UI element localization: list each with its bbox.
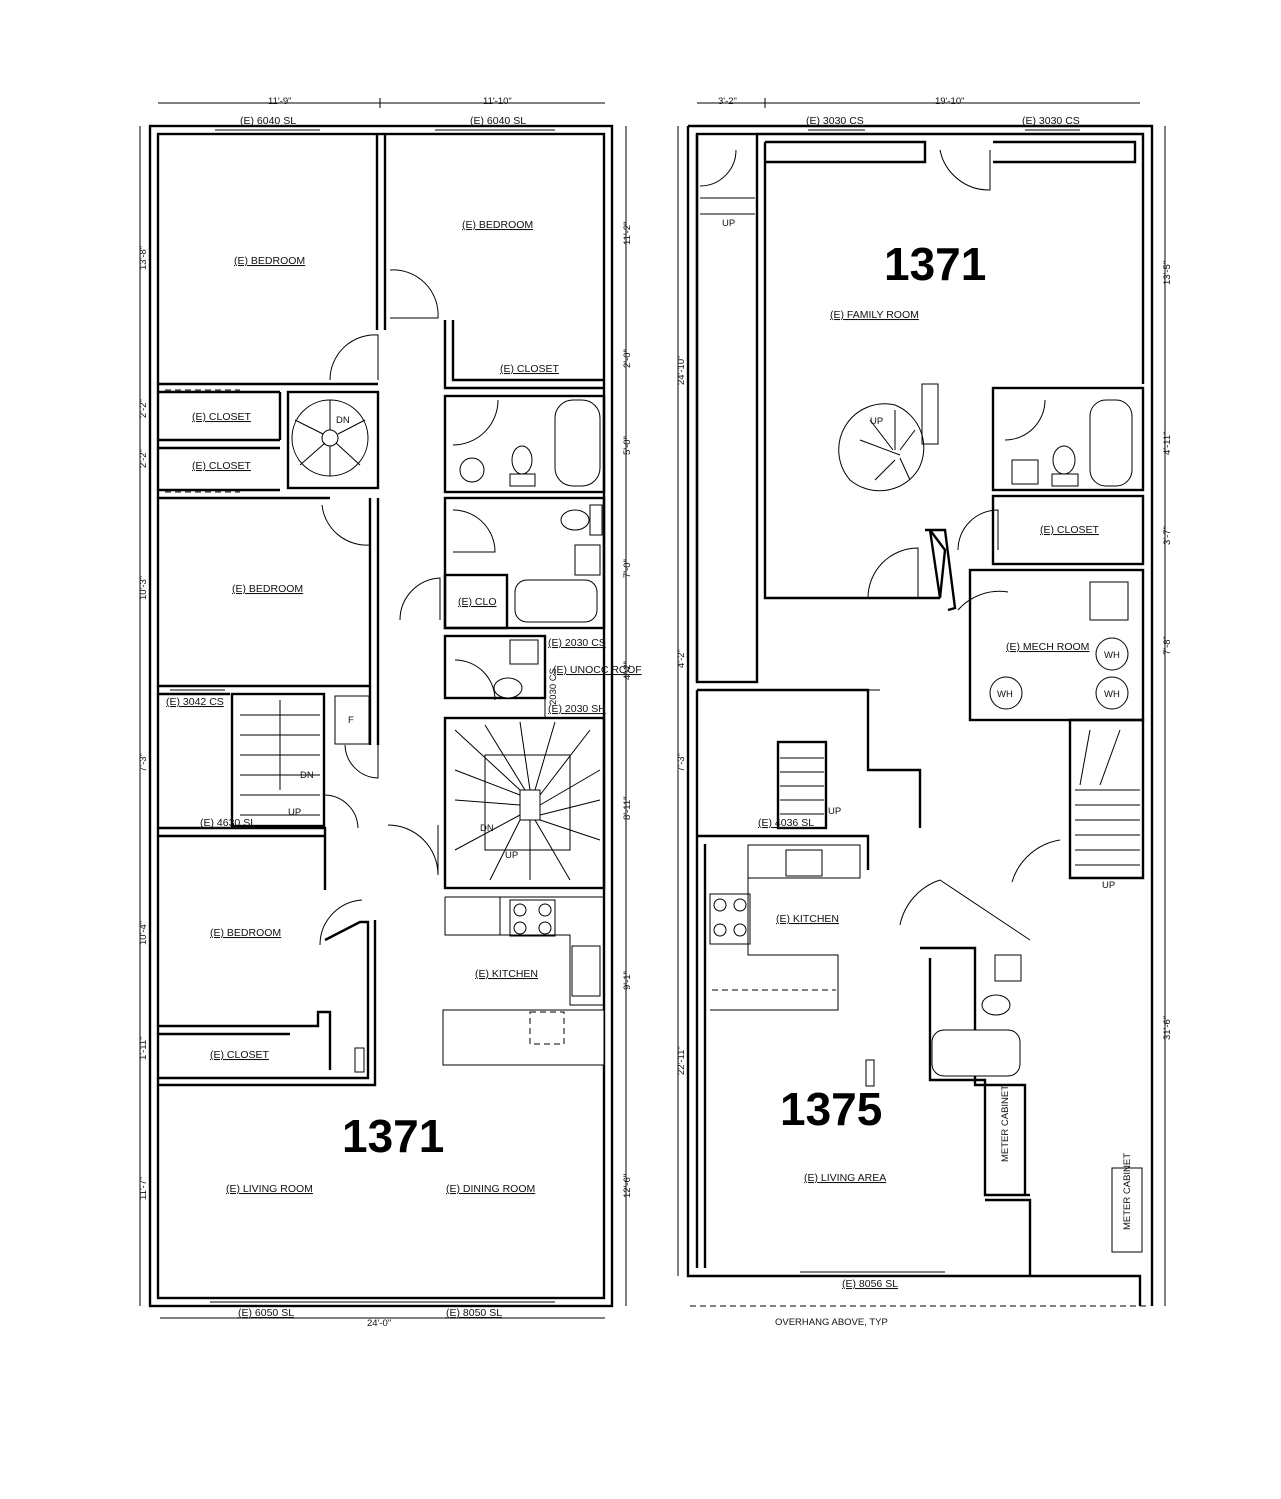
window-tag: (E) 3030 CS bbox=[806, 115, 864, 127]
right-dims-left: 24'-10" 4'-2" 7'-3" 22'-11" bbox=[676, 356, 687, 1075]
room-label: (E) KITCHEN bbox=[475, 968, 538, 980]
left-dims-right: 11'-2" 2'-0" 5'-0" 7'-0" 4'-2" 8'-11" 9'… bbox=[622, 222, 633, 1199]
window-tag: (E) 4630 SL bbox=[200, 817, 256, 829]
window-tag: (E) 6040 SL bbox=[470, 115, 526, 127]
stair-up: UP bbox=[288, 807, 301, 818]
dim-left-1: 4'-2" bbox=[676, 649, 687, 668]
dim-left-5: 10'-4" bbox=[138, 921, 149, 945]
dim-bottom: 24'-0" bbox=[367, 1318, 391, 1329]
room-label: (E) CLOSET bbox=[1040, 524, 1100, 536]
dim-right-0: 11'-2" bbox=[622, 222, 633, 246]
dim-right-3: 7'-0" bbox=[622, 559, 633, 578]
dim-right-4: 4'-2" bbox=[622, 661, 633, 680]
overhang-note: OVERHANG ABOVE, TYP bbox=[775, 1317, 888, 1328]
dim-top-b: 19'-10" bbox=[935, 96, 964, 107]
left-outer-wall bbox=[148, 124, 614, 1308]
room-label: (E) CLOSET bbox=[500, 363, 560, 375]
dim-right-4: 31'-6" bbox=[1162, 1016, 1173, 1040]
room-label: (E) DINING ROOM bbox=[446, 1183, 535, 1195]
room-label: (E) LIVING AREA bbox=[804, 1172, 886, 1184]
window-tag: (E) 8050 SL bbox=[446, 1307, 502, 1319]
stair-up: UP bbox=[1102, 880, 1115, 891]
window-tag: (E) 3030 CS bbox=[1022, 115, 1080, 127]
dim-left-4: 7'-3" bbox=[138, 753, 149, 772]
stair-dn: DN bbox=[480, 823, 494, 834]
dim-right-0: 13'-5" bbox=[1162, 261, 1173, 285]
room-label: (E) CLOSET bbox=[192, 411, 252, 423]
dim-left-3: 10'-3" bbox=[138, 576, 149, 600]
window-tag: (E) 3042 CS bbox=[166, 696, 224, 708]
left-dims-left: 13'-8" 2'-2" 2'-2" 10'-3" 7'-3" 10'-4" 1… bbox=[138, 246, 149, 1200]
left-inner-wall bbox=[156, 132, 606, 1300]
window-tag: (E) 8056 SL bbox=[842, 1278, 898, 1290]
room-label: (E) KITCHEN bbox=[776, 913, 839, 925]
right-plan bbox=[677, 98, 1166, 1307]
fridge-label: F bbox=[348, 715, 354, 726]
room-label: (E) BEDROOM bbox=[232, 583, 303, 595]
dim-left-0: 24'-10" bbox=[676, 356, 687, 385]
window-tag: (E) 6050 SL bbox=[238, 1307, 294, 1319]
room-label: (E) BEDROOM bbox=[462, 219, 533, 231]
wh-label: WH bbox=[997, 689, 1013, 700]
dim-right-5: 8'-11" bbox=[622, 797, 633, 821]
window-tag: (E) 2030 SH bbox=[548, 703, 606, 715]
room-label: (E) CLOSET bbox=[210, 1049, 270, 1061]
unit-number: 1371 bbox=[342, 1110, 444, 1162]
dim-left-7: 11'-7" bbox=[138, 1177, 149, 1201]
right-outer-wall bbox=[686, 124, 1154, 1306]
window-tag: 2030 CS bbox=[548, 668, 559, 705]
stair-up: UP bbox=[870, 416, 883, 427]
stair-dn: DN bbox=[336, 415, 350, 426]
dim-left-1: 2'-2" bbox=[138, 399, 149, 418]
left-plan bbox=[139, 98, 627, 1319]
window-tag: (E) 2030 CS bbox=[548, 637, 606, 649]
dim-top-b: 11'-10" bbox=[483, 96, 512, 107]
stair-up: UP bbox=[722, 218, 735, 229]
dim-left-6: 1'-11" bbox=[138, 1037, 149, 1061]
stair-dn: DN bbox=[300, 770, 314, 781]
dim-right-6: 9'-1" bbox=[622, 971, 633, 990]
dim-right-2: 5'-0" bbox=[622, 436, 633, 455]
dim-right-2: 3'-7" bbox=[1162, 526, 1173, 545]
right-dims-right: 13'-5" 4'-11" 3'-7" 7'-8" 31'-6" bbox=[1162, 261, 1173, 1040]
meter-cabinet-label: METER CABINET bbox=[1122, 1153, 1133, 1230]
unit-number: 1371 bbox=[884, 238, 986, 290]
spiral-stair bbox=[286, 390, 380, 490]
room-label: (E) BEDROOM bbox=[210, 927, 281, 939]
dim-right-1: 2'-0" bbox=[622, 349, 633, 368]
room-label: (E) CLO bbox=[458, 596, 497, 608]
dim-left-2: 2'-2" bbox=[138, 449, 149, 468]
room-label: (E) MECH ROOM bbox=[1006, 641, 1089, 653]
window-tag: (E) 4036 SL bbox=[758, 817, 814, 829]
room-label: (E) BEDROOM bbox=[234, 255, 305, 267]
dim-left-2: 7'-3" bbox=[676, 753, 687, 772]
room-label: (E) CLOSET bbox=[192, 460, 252, 472]
room-label: (E) UNOCC ROOF bbox=[553, 664, 642, 676]
dim-right-1: 4'-11" bbox=[1162, 432, 1173, 456]
dim-left-3: 22'-11" bbox=[676, 1046, 687, 1075]
wh-label: WH bbox=[1104, 689, 1120, 700]
stair-up: UP bbox=[505, 850, 518, 861]
dim-top-a: 11'-9" bbox=[268, 96, 292, 107]
dim-left-0: 13'-8" bbox=[138, 246, 149, 270]
unit-number: 1375 bbox=[780, 1083, 882, 1135]
stair-up: UP bbox=[828, 806, 841, 817]
room-label: (E) LIVING ROOM bbox=[226, 1183, 313, 1195]
meter-cabinet-label: METER CABINET bbox=[1000, 1085, 1011, 1162]
wh-label: WH bbox=[1104, 650, 1120, 661]
dim-right-3: 7'-8" bbox=[1162, 636, 1173, 655]
dim-top-a: 3'-2" bbox=[718, 96, 737, 107]
dim-right-7: 12'-6" bbox=[622, 1174, 633, 1198]
window-tag: (E) 6040 SL bbox=[240, 115, 296, 127]
room-label: (E) FAMILY ROOM bbox=[830, 309, 919, 321]
